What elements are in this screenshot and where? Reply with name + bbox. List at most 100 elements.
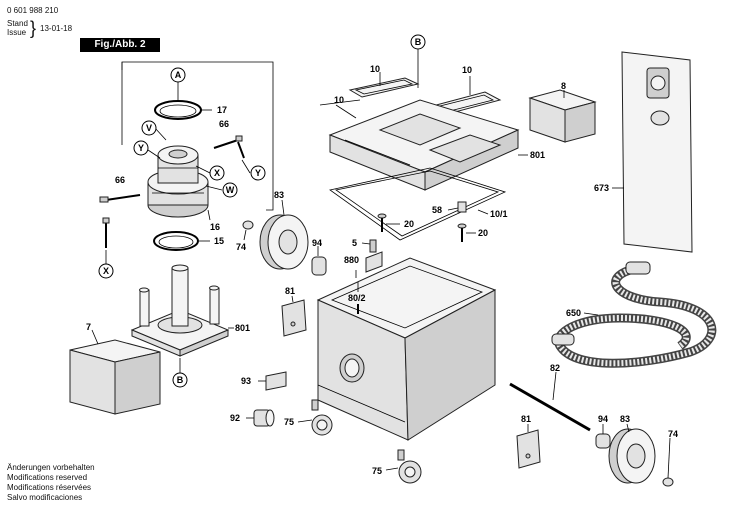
callout-y1-circle	[133, 140, 149, 156]
nut-92	[253, 409, 275, 427]
label-93	[265, 371, 287, 391]
callout-b1-circle	[410, 34, 426, 50]
leader-75-upper	[297, 419, 313, 423]
callout-w-circle	[222, 182, 238, 198]
callout-v-circle	[141, 120, 157, 136]
filter-cassette-8	[528, 89, 597, 143]
part-92: 92	[230, 413, 240, 423]
screw-20-left	[377, 213, 387, 232]
part-801-lid: 801	[530, 150, 545, 160]
doc-number: 0 601 988 210	[7, 6, 59, 15]
part-10-mid: 10	[334, 95, 344, 105]
callout-w: W	[226, 185, 235, 195]
part-75-lower: 75	[372, 466, 382, 476]
seal-10-left	[348, 77, 420, 98]
part-8: 8	[561, 81, 566, 91]
container-body	[316, 257, 497, 441]
callout-x2-circle	[98, 263, 114, 279]
part-83-right: 83	[620, 414, 630, 424]
leader-58	[447, 207, 459, 211]
leader-74-right	[667, 437, 671, 479]
part-10-left: 10	[370, 64, 380, 74]
part-16: 16	[210, 222, 220, 232]
gasket-17-inner	[159, 104, 197, 118]
leader-75-lower	[385, 467, 399, 471]
part-66-right: 66	[219, 119, 229, 129]
part-10-1: 10/1	[490, 209, 508, 219]
leader-y1	[147, 149, 161, 159]
latch-5	[369, 239, 377, 253]
leader-x1	[195, 165, 211, 174]
leader-10-1	[477, 209, 489, 215]
hub-94-left	[311, 256, 327, 276]
leader-7	[91, 329, 99, 345]
part-20-right: 20	[478, 228, 488, 238]
lid-801	[328, 99, 520, 191]
panel-81-left	[281, 299, 307, 337]
connector-66-left	[99, 194, 141, 203]
callout-a: A	[175, 70, 182, 80]
issue-label: Issue	[7, 28, 27, 37]
stand-label: Stand	[7, 19, 28, 28]
part-58: 58	[432, 205, 442, 215]
part-74-right: 74	[668, 429, 678, 439]
leader-81-left	[291, 295, 294, 303]
part-673: 673	[594, 183, 609, 193]
wheel-83-right	[608, 428, 656, 484]
callout-x1: X	[214, 168, 220, 178]
footer-line-de: Änderungen vorbehalten	[7, 463, 95, 472]
leader-y2	[241, 159, 251, 174]
leader-74-left	[243, 229, 247, 241]
part-66-left: 66	[115, 175, 125, 185]
callout-x1-circle	[209, 165, 225, 181]
screw-20-right	[457, 223, 467, 242]
footer-line-en: Modifications reserved	[7, 473, 88, 482]
part-74-left: 74	[236, 242, 246, 252]
leader-650	[583, 312, 599, 316]
lid-gasket-10-1	[329, 167, 507, 241]
hub-94-right	[595, 433, 611, 449]
callout-y1: Y	[138, 143, 144, 153]
filter-box-7	[69, 339, 161, 415]
gasket-15	[153, 231, 199, 251]
callout-a-circle	[170, 67, 186, 83]
callout-y2: Y	[255, 168, 261, 178]
part-81-right: 81	[521, 414, 531, 424]
caster-75-upper	[311, 399, 333, 436]
footer-notes: Änderungen vorbehalten Modifications res…	[7, 463, 95, 503]
callout-x2: X	[103, 266, 109, 276]
callout-b1: B	[415, 37, 422, 47]
axle-cap-74-right	[662, 477, 674, 487]
part-81-left: 81	[285, 286, 295, 296]
part-94-right: 94	[598, 414, 608, 424]
axle-82	[509, 382, 591, 432]
axle-cap-74-left	[242, 220, 254, 230]
footer-line-es: Salvo modificaciones	[7, 493, 83, 502]
connector-66-right	[213, 135, 245, 159]
part-93: 93	[241, 376, 251, 386]
figure-badge: Fig./Abb. 2	[80, 38, 160, 52]
leader-16	[207, 209, 211, 221]
lid-gasket-10-1-inner	[335, 170, 500, 237]
callout-b2: B	[177, 375, 184, 385]
issue-date: 13-01-18	[40, 24, 73, 33]
motor-16	[147, 145, 209, 218]
part-80-2: 80/2	[348, 293, 366, 303]
dust-bag-673	[621, 51, 693, 253]
part-801-left: 801	[235, 323, 250, 333]
leader-w	[205, 185, 223, 191]
part-17: 17	[217, 105, 227, 115]
callout-v: V	[146, 123, 152, 133]
clip-58	[457, 201, 467, 213]
panel-81-right	[516, 429, 541, 469]
motor-cage-801	[130, 264, 230, 357]
leader-82	[552, 371, 557, 401]
footer-line-fr: Modifications réservées	[7, 483, 92, 492]
hose-650	[551, 261, 717, 368]
part-10-right: 10	[462, 65, 472, 75]
part-83-left: 83	[274, 190, 284, 200]
brace: }	[30, 18, 37, 38]
leader-10-mid	[335, 104, 357, 119]
leader-v	[154, 127, 167, 141]
